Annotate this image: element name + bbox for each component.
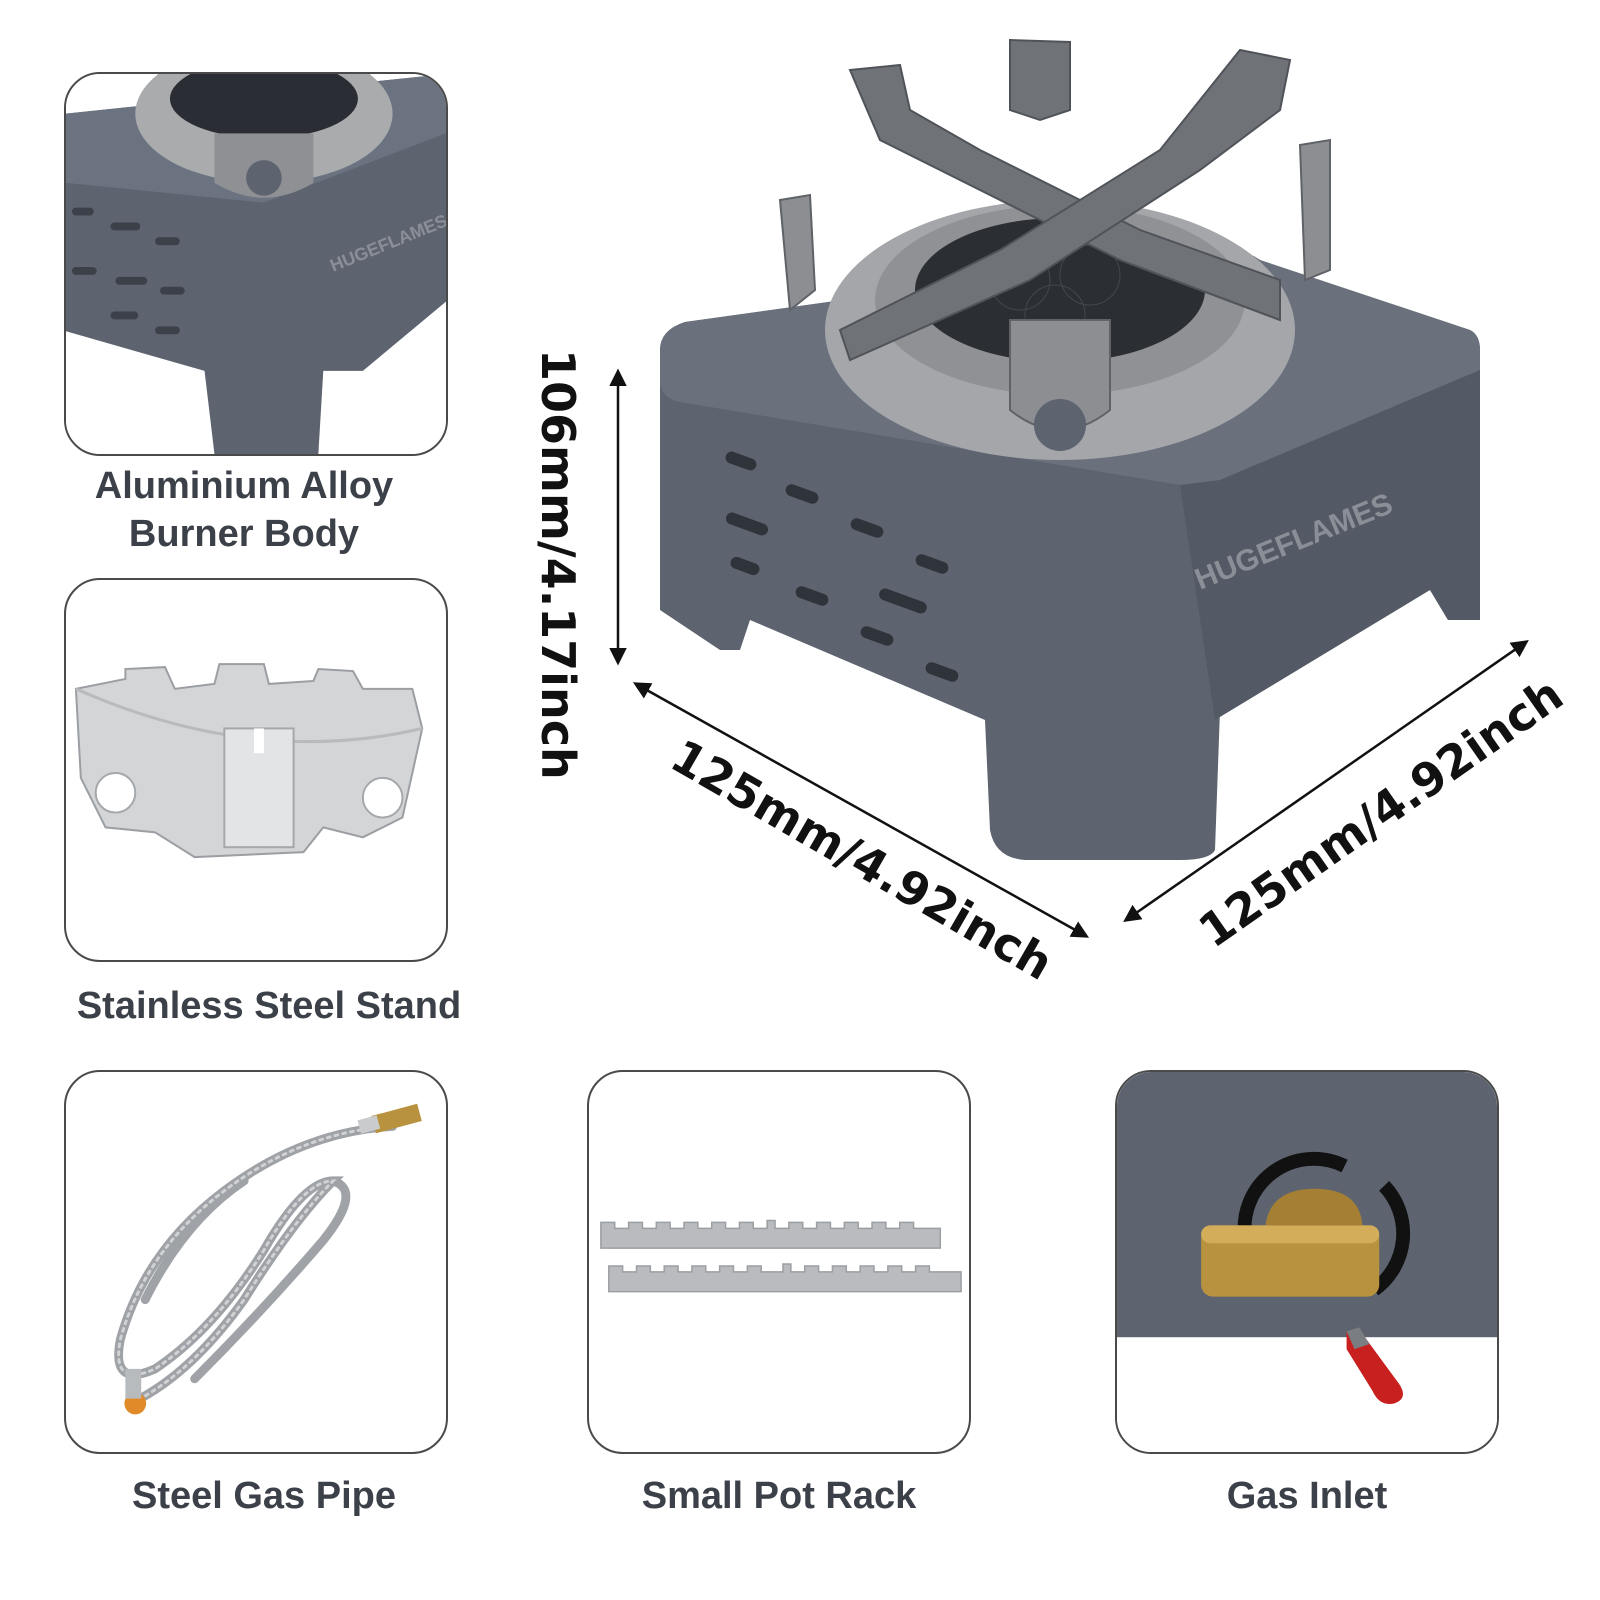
caption-pot-rack: Small Pot Rack xyxy=(641,1475,917,1517)
burner-body-closeup-icon: HUGEFLAMES xyxy=(66,74,446,454)
gas-pipe-icon xyxy=(114,1103,422,1415)
stove-main-image: HUGEFLAMES xyxy=(660,38,1480,860)
caption-gas-pipe: Steel Gas Pipe xyxy=(131,1475,396,1517)
gas-inlet-panel xyxy=(1115,1070,1499,1454)
gas-pipe-panel xyxy=(64,1070,448,1454)
burner-body-panel: HUGEFLAMES xyxy=(64,72,448,456)
caption-steel-stand: Stainless Steel Stand xyxy=(76,985,462,1027)
pot-rack-icon xyxy=(600,1219,962,1293)
caption-gas-inlet: Gas Inlet xyxy=(1226,1475,1388,1517)
gas-inlet-icon xyxy=(1117,1072,1497,1452)
steel-stand-icon xyxy=(74,663,424,859)
steel-stand-panel xyxy=(64,578,448,962)
caption-burner-body: Aluminium Alloy Burner Body xyxy=(94,465,394,555)
height-dimension-label: 106mm/4.17inch xyxy=(531,349,585,780)
pot-rack-panel xyxy=(587,1070,971,1454)
